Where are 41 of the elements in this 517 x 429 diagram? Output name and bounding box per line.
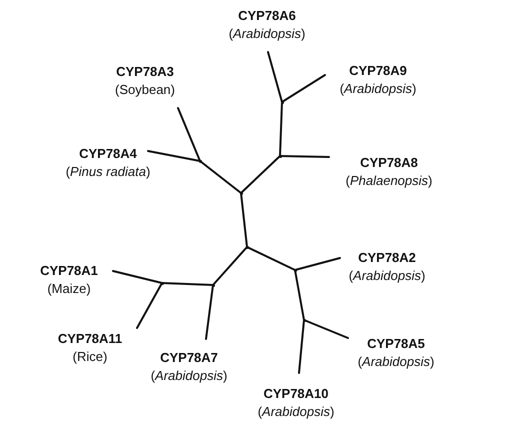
gene-name: CYP78A9 — [349, 62, 407, 80]
tree-branch — [279, 155, 330, 158]
gene-name: CYP78A8 — [360, 154, 418, 172]
gene-name: CYP78A2 — [358, 249, 416, 267]
tree-branch — [136, 282, 163, 329]
tree-branch — [147, 150, 201, 162]
tree-branch — [298, 319, 305, 374]
gene-name: CYP78A1 — [40, 262, 98, 280]
species-name: (Maize) — [47, 280, 91, 298]
tree-branch — [281, 74, 326, 103]
gene-name: CYP78A5 — [367, 335, 425, 353]
gene-name: CYP78A7 — [160, 349, 218, 367]
species-name: (Pinus radiata) — [66, 163, 150, 181]
species-name: (Soybean) — [115, 81, 175, 99]
species-name: (Rice) — [72, 348, 108, 366]
tree-branch — [303, 319, 349, 339]
tree-branch — [294, 257, 341, 271]
species-name: (Arabidopsis) — [258, 403, 334, 421]
gene-name: CYP78A4 — [79, 145, 137, 163]
species-name: (Phalaenopsis) — [346, 172, 432, 190]
tree-branch — [212, 246, 248, 286]
tree-branch — [267, 51, 283, 103]
tree-branch — [240, 192, 248, 248]
species-name: (Arabidopsis) — [340, 80, 416, 98]
species-name: (Arabidopsis) — [348, 267, 426, 285]
tree-branch — [112, 270, 163, 284]
gene-name: CYP78A11 — [58, 330, 122, 348]
species-name: (Arabidopsis) — [228, 25, 306, 43]
tree-branch — [294, 269, 305, 321]
tree-branch — [199, 160, 242, 194]
species-name: (Arabidopsis) — [150, 367, 228, 385]
species-name: (Arabidopsis) — [358, 353, 434, 371]
tree-branch — [240, 155, 281, 194]
tree-branch — [246, 246, 296, 271]
tree-branch — [279, 101, 283, 157]
tree-branch — [161, 282, 214, 286]
tree-branch — [205, 284, 214, 340]
gene-name: CYP78A10 — [263, 385, 329, 403]
gene-name: CYP78A3 — [116, 63, 174, 81]
gene-name: CYP78A6 — [238, 7, 296, 25]
tree-branch — [177, 107, 201, 162]
